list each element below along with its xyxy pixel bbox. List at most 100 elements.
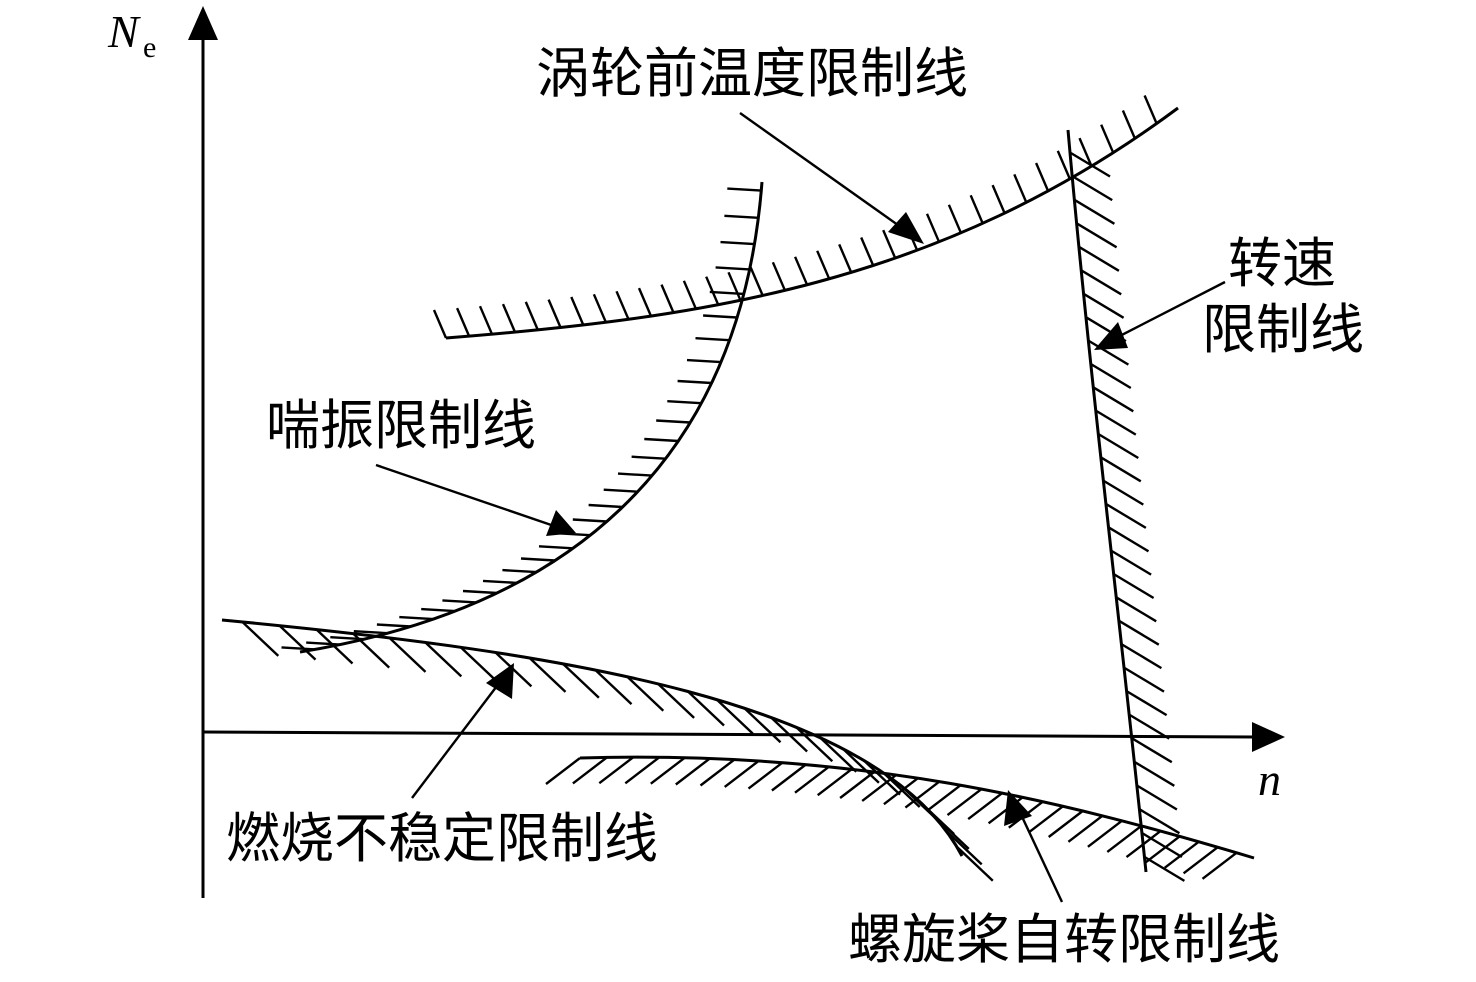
speed-limit-hatch	[1123, 666, 1165, 693]
combustion-limit-hatch	[278, 624, 317, 661]
turbine-temp-hatch	[501, 303, 517, 333]
speed-limit-hatch	[1120, 643, 1163, 670]
turbine-temp-hatch	[524, 301, 539, 331]
combustion-limit-hatch	[931, 814, 970, 850]
surge-limit-hatch	[656, 419, 691, 424]
speed-limit-hatch	[1075, 222, 1118, 249]
surge-limit-hatch	[715, 266, 750, 271]
turbine-temp-arrowhead	[888, 212, 924, 244]
y-axis-label-subscript: e	[143, 31, 156, 64]
x-axis-label: n	[1258, 754, 1281, 805]
surge-limit-hatch	[677, 379, 712, 385]
turbine-temp-hatch	[793, 256, 809, 286]
speed-limit-hatch	[1082, 292, 1125, 319]
x-axis	[202, 730, 1256, 739]
combustion-limit-hatch	[424, 641, 463, 678]
turbine-temp-hatch	[455, 307, 471, 337]
surge-limit-hatch	[520, 557, 556, 562]
turbine-temp-hatch	[660, 284, 675, 314]
surge-limit-hatch	[502, 568, 537, 574]
surge-limit-hatch	[667, 400, 702, 405]
propeller-limit-hatch	[1201, 851, 1238, 880]
turbine-temp-hatch	[838, 243, 853, 273]
speed-limit-hatch	[1110, 549, 1152, 576]
surge-limit-hatch	[442, 599, 477, 604]
propeller-limit-hatch	[572, 756, 608, 785]
turbine-temp-hatch	[592, 293, 608, 323]
propeller-limit-hatch	[816, 768, 853, 797]
turbine-temp-hatch	[1056, 150, 1071, 180]
surge-limit-hatch	[462, 589, 498, 595]
surge-limit-hatch	[482, 579, 518, 585]
turbine-temp-hatch	[637, 287, 653, 317]
speed-limit-hatch	[1087, 339, 1130, 366]
turbine-temp-hatch	[816, 250, 831, 280]
speed-limit-hatch	[1100, 456, 1142, 483]
axes	[188, 6, 1285, 898]
propeller-limit-hatch	[624, 756, 661, 785]
propeller-limit-hatch	[794, 765, 830, 794]
speed-limit-hatch	[1112, 572, 1155, 600]
combustion-limit-hatch	[955, 845, 994, 882]
propeller-limit-hatch	[904, 780, 941, 809]
turbine-temp-hatch	[432, 309, 448, 339]
combustion-limit-hatch	[459, 646, 498, 683]
speed-arrowhead	[1094, 322, 1128, 350]
surge-limit-hatch	[603, 488, 638, 493]
turbine-temp-hatch	[547, 299, 562, 329]
surge-limit-hatch	[538, 545, 574, 550]
combustion-limit-hatch	[770, 716, 808, 753]
propeller-limit-hatch	[1106, 824, 1143, 853]
surge-arrowhead	[546, 510, 576, 536]
x-axis-arrowhead	[1252, 722, 1285, 752]
speed-leader	[1111, 280, 1226, 342]
turbine-temp-leader	[739, 112, 913, 236]
turbine-temp-hatch	[705, 276, 720, 306]
propeller-limit-hatch	[699, 758, 736, 787]
propeller-limit-hatch	[1067, 814, 1104, 843]
y-axis-arrowhead	[188, 6, 218, 40]
combustion-limit-hatch	[863, 759, 901, 796]
speed-limit-hatch	[1102, 479, 1144, 506]
combustion-limit-hatch	[528, 657, 567, 693]
surge-limit-hatch	[695, 337, 730, 342]
turbine-temp-hatch	[1100, 124, 1115, 154]
turbine-temp-hatch	[991, 184, 1006, 214]
combustion-arrowhead	[486, 663, 514, 699]
limit-curves	[221, 106, 1255, 873]
speed-limit-hatch	[1080, 269, 1122, 296]
speed-limit-hatch	[1143, 855, 1186, 882]
surge-limit-hatch	[709, 290, 744, 296]
surge-limit-hatch	[686, 358, 722, 364]
propeller-leader	[1015, 805, 1064, 903]
propeller-limit-hatch	[771, 763, 807, 792]
speed-limit-hatch	[1136, 784, 1178, 811]
turbine-temp-hatch	[727, 271, 742, 301]
turbine-temp-hatch	[478, 305, 494, 335]
speed-limit-hatch	[1141, 831, 1183, 859]
combustion-limit-hatch	[715, 698, 754, 735]
y-axis-label: N	[107, 6, 141, 57]
surge-leader	[375, 463, 561, 530]
surge-limit-hatch	[399, 615, 434, 621]
hatch-marks	[241, 95, 1238, 882]
surge-label: 喘振限制线	[266, 394, 536, 457]
combustion-leader	[411, 677, 504, 799]
combustion-limit-hatch	[819, 736, 858, 773]
turbine-temp-hatch	[749, 267, 764, 296]
combustion-limit-hatch	[626, 675, 665, 712]
combustion-limit-hatch	[352, 632, 391, 669]
turbine-temp-hatch	[969, 194, 984, 224]
propeller-limit-hatch	[861, 773, 897, 802]
speed-limit-hatch	[1125, 690, 1168, 717]
turbine-temp-label: 涡轮前温度限制线	[536, 42, 968, 105]
speed-limit-hatch	[1107, 526, 1150, 553]
leader-arrows	[375, 112, 1226, 903]
speed-label-line1: 转速	[1228, 232, 1336, 295]
combustion-limit-hatch	[241, 621, 280, 657]
speed-limit-hatch	[1138, 808, 1181, 835]
turbine-temp-hatch	[615, 290, 630, 320]
combustion-limit-hatch	[657, 683, 695, 719]
surge-limit-hatch	[724, 214, 759, 219]
